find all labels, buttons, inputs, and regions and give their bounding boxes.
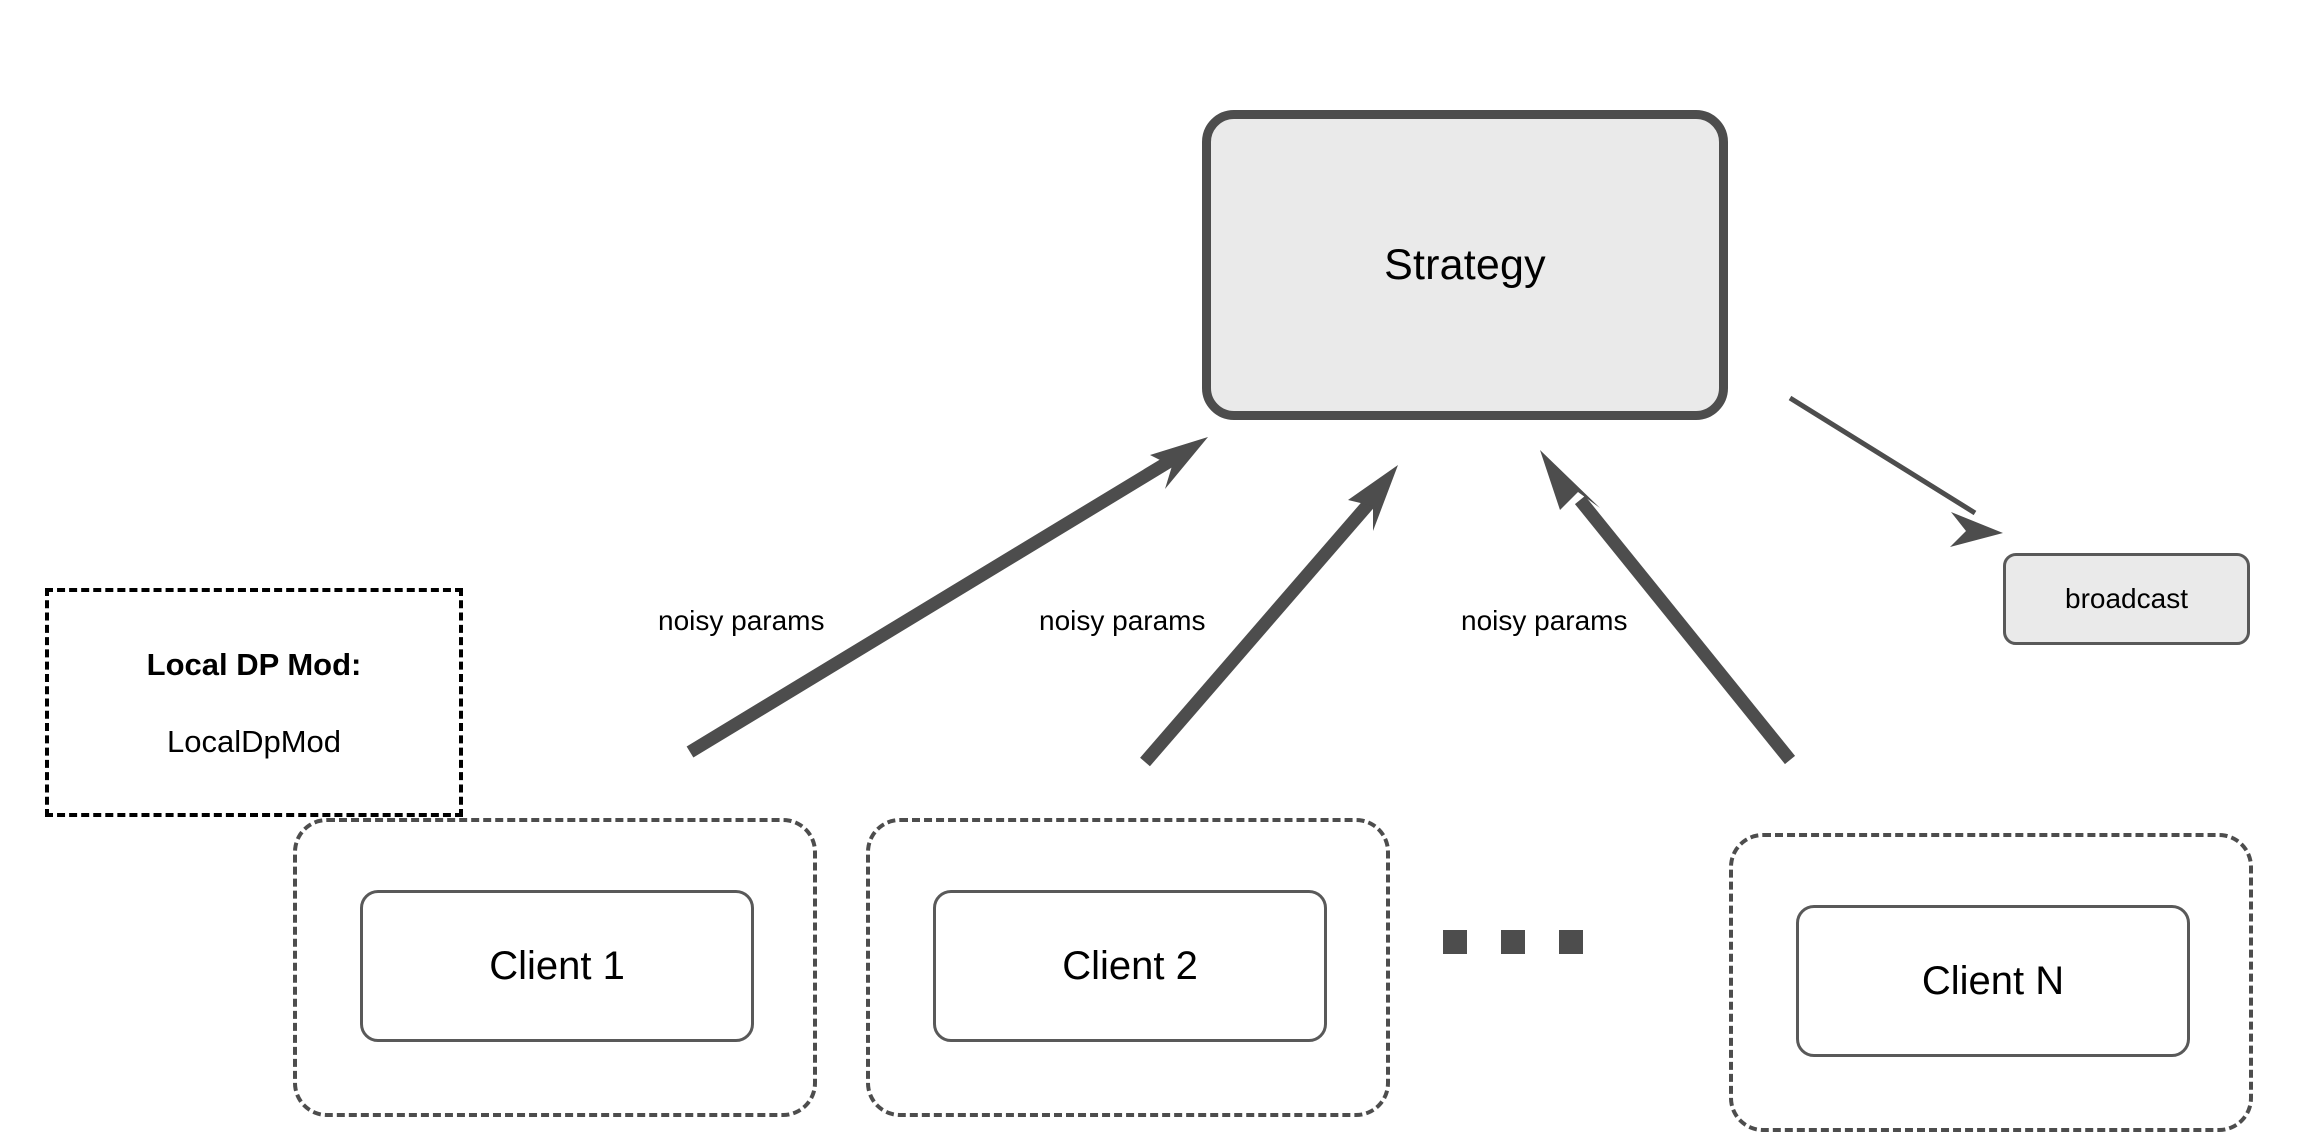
edge-client1-to-strategy [686,437,1208,758]
broadcast-node[interactable]: broadcast [2003,553,2250,645]
ellipsis-dot-icon [1501,930,1525,954]
client-ellipsis [1443,930,1583,960]
strategy-label: Strategy [1384,240,1546,289]
edge-strategy-to-broadcast [1788,395,2003,547]
local-dp-mod-note: Local DP Mod: LocalDpMod [45,588,463,817]
client-group-n[interactable]: Client N [1729,833,2253,1132]
client-group-2[interactable]: Client 2 [866,818,1390,1117]
local-dp-mod-title: Local DP Mod: [146,646,362,682]
broadcast-label: broadcast [2065,583,2188,614]
strategy-node[interactable]: Strategy [1202,110,1728,420]
edge-label-noisy-params-3: noisy params [1458,605,1631,637]
ellipsis-dot-icon [1559,930,1583,954]
ellipsis-dot-icon [1443,930,1467,954]
client-group-1[interactable]: Client 1 [293,818,817,1117]
edge-label-noisy-params-2: noisy params [1036,605,1209,637]
client-label-2: Client 2 [1062,944,1198,988]
client-node-n[interactable]: Client N [1796,905,2190,1057]
client-node-1[interactable]: Client 1 [360,890,754,1042]
client-label-1: Client 1 [489,944,625,988]
local-dp-mod-value: LocalDpMod [166,723,342,759]
client-label-n: Client N [1921,959,2065,1003]
client-node-2[interactable]: Client 2 [933,890,1327,1042]
edge-label-noisy-params-1: noisy params [655,605,828,637]
